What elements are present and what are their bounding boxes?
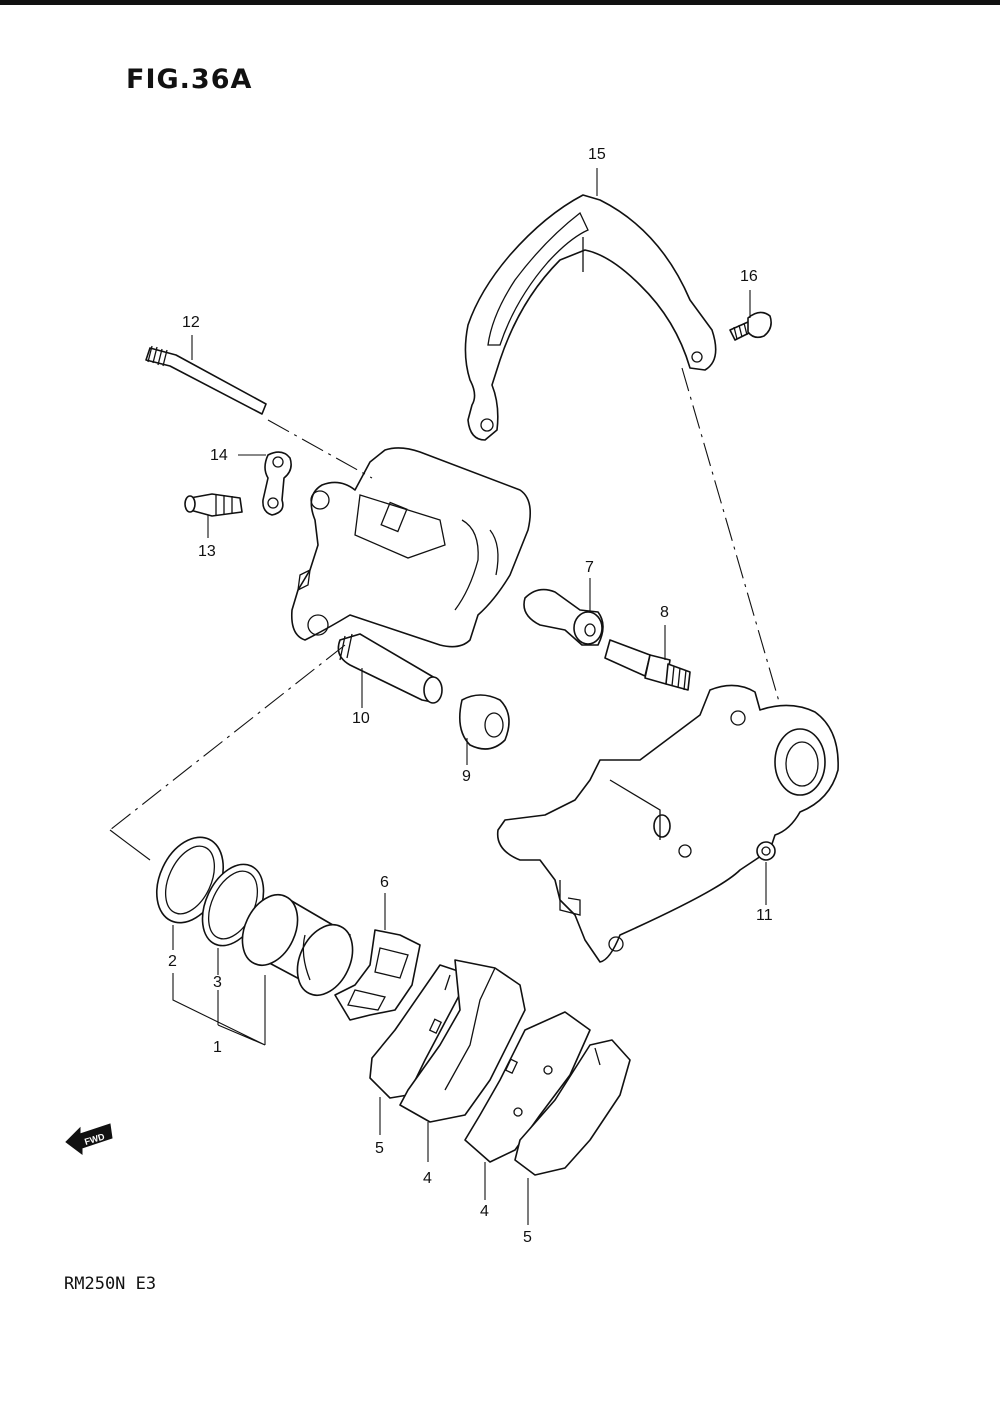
figure-title: FIG.36A	[126, 64, 253, 95]
callout-3: 3	[213, 974, 222, 991]
caliper-body	[290, 447, 531, 648]
part-11-caliper-bracket	[496, 684, 839, 963]
leader-lines	[109, 168, 781, 1225]
part-12-pad-pin	[145, 345, 267, 415]
callout-4-left: 4	[423, 1170, 432, 1187]
callout-14: 14	[210, 447, 228, 464]
callout-7: 7	[585, 559, 594, 576]
callout-9: 9	[462, 768, 471, 785]
callout-4-right: 4	[480, 1203, 489, 1220]
part-16-bolt	[729, 311, 772, 341]
callout-13: 13	[198, 543, 216, 560]
callout-10: 10	[352, 710, 370, 727]
callout-11: 11	[756, 907, 773, 924]
fwd-arrow-icon: FWD	[65, 1123, 113, 1155]
part-4-brake-pad-left	[399, 959, 526, 1123]
part-5-pad-shim-right	[514, 1039, 631, 1176]
callout-12: 12	[182, 314, 200, 331]
callout-6: 6	[380, 874, 389, 891]
model-code-label: RM250N E3	[64, 1274, 157, 1294]
part-8-bolt	[604, 639, 691, 691]
callout-16: 16	[740, 268, 758, 285]
part-10-slide-pin	[337, 633, 443, 704]
callout-8: 8	[660, 604, 669, 621]
part-15-caliper-guard	[464, 194, 717, 441]
callout-1: 1	[213, 1039, 222, 1056]
part-13-bleeder-valve	[184, 493, 243, 517]
part-14-plug	[262, 451, 292, 516]
part-4-brake-pad-right	[464, 1011, 591, 1163]
callout-15: 15	[588, 146, 606, 163]
callout-labels: 15 16 12 14 13 7 8 10 9 11 6 2 3 1 5 4 4…	[168, 146, 773, 1246]
top-border-rule	[0, 0, 1000, 5]
part-7-sleeve	[523, 588, 604, 646]
callout-5-left: 5	[375, 1140, 384, 1157]
part-5-pad-shim-left	[369, 964, 471, 1099]
caliper-piston	[241, 894, 354, 996]
part-9-boot	[459, 694, 510, 750]
part-6-pad-spring	[334, 929, 421, 1021]
callout-2: 2	[168, 953, 177, 970]
callout-5-right: 5	[523, 1229, 532, 1246]
